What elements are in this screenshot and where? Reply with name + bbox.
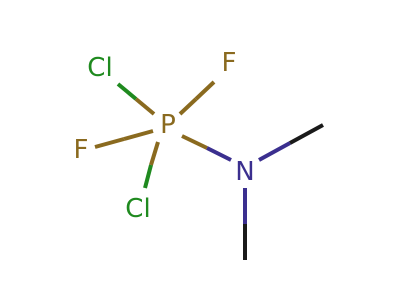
bond-p-f-left bbox=[94, 129, 154, 149]
atom-cl-bottom-label: Cl bbox=[125, 194, 150, 224]
atom-cl-top-label: Cl bbox=[87, 53, 112, 83]
bond-n-methyl-right bbox=[258, 123, 324, 162]
atom-f-top-label: F bbox=[222, 48, 237, 78]
bond-p-cl-bottom bbox=[143, 141, 160, 189]
bond-p-f-top bbox=[178, 80, 216, 116]
atom-p-label: P bbox=[160, 110, 176, 140]
atom-n-label: N bbox=[235, 157, 254, 187]
bonds bbox=[94, 80, 324, 260]
atom-labels: P N F F Cl Cl bbox=[74, 48, 255, 224]
atom-f-left-label: F bbox=[74, 135, 89, 165]
bond-p-cl-top bbox=[116, 82, 156, 116]
bond-p-n bbox=[181, 134, 232, 162]
